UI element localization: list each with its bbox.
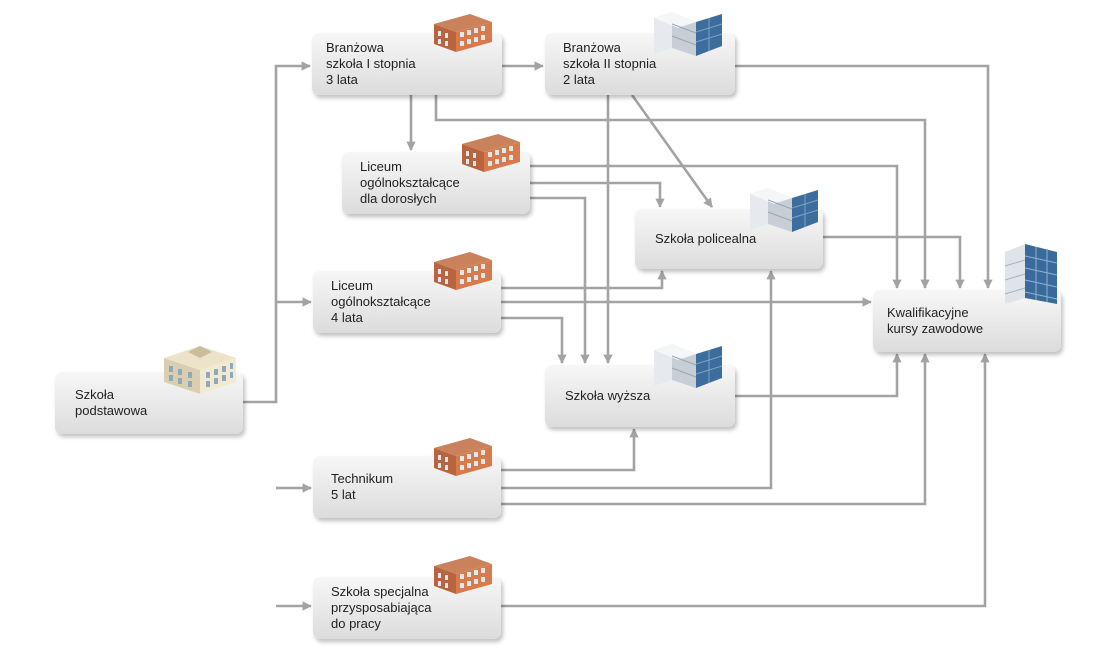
node-label-line: podstawowa xyxy=(75,403,148,418)
arrow-liceum-doroslych-to-szkola-wyzsza xyxy=(530,181,665,208)
brick-school-building-icon xyxy=(432,434,494,483)
arrow-liceum-4-to-szkola-wyzsza xyxy=(501,316,567,364)
node-label-line: Liceum xyxy=(331,278,373,293)
arrow-szkola-specjalna-to-kursy xyxy=(501,353,990,608)
arrow-branzowa-1-to-kursy xyxy=(434,95,930,289)
brick-school-building-icon xyxy=(432,10,494,59)
arrow-technikum-to-szkola-wyzsza xyxy=(501,428,639,472)
node-label-line: szkoła II stopnia xyxy=(563,56,657,71)
modern-glass-building-icon xyxy=(652,8,724,63)
brick-school-building-icon xyxy=(432,552,494,601)
node-label-line: szkoła I stopnia xyxy=(326,56,416,71)
node-label-line: ogólnokształcące xyxy=(360,175,460,190)
office-tower-building-icon xyxy=(1003,242,1061,311)
node-label-line: dla dorosłych xyxy=(360,191,437,206)
arrow-liceum-doroslych-to-szkola-policealna xyxy=(530,164,902,289)
arrow-liceum-doroslych-to-kursy xyxy=(530,196,590,364)
node-label-line: ogólnokształcące xyxy=(331,294,431,309)
node-label-line: kursy zawodowe xyxy=(887,321,984,336)
node-label-line: do pracy xyxy=(331,616,381,631)
node-label-line: Technikum xyxy=(331,471,394,486)
node-label-line: 3 lata xyxy=(326,72,358,87)
arrow-szkola-wyzsza-to-kursy xyxy=(735,353,902,398)
node-label-line: Liceum xyxy=(360,159,402,174)
node-label-line: Szkoła wyższa xyxy=(565,388,651,403)
node-label-line: Szkoła specjalna xyxy=(331,584,429,599)
modern-glass-building-icon xyxy=(652,340,724,395)
brick-school-building-icon xyxy=(460,130,522,179)
node-label-line: przysposabiająca xyxy=(331,600,432,615)
node-label: Szkoła wyższa xyxy=(565,388,650,404)
arrow-technikum-to-szkola-policealna xyxy=(501,270,776,490)
arrow-branzowa-2-to-kursy xyxy=(735,64,993,289)
node-label-line: Branżowa xyxy=(563,40,621,55)
node-label-line: Szkoła xyxy=(75,387,115,402)
node-label: Szkoła policealna xyxy=(655,231,756,247)
arrow-szkola-policealna-to-kursy xyxy=(823,235,965,289)
node-label-line: Szkoła policealna xyxy=(655,231,757,246)
arrow-branzowa-2-to-szkola-policealna xyxy=(630,94,714,208)
node-label-line: Branżowa xyxy=(326,40,384,55)
arrow-liceum-4-to-szkola-policealna xyxy=(501,270,667,290)
node-label-line: Kwalifikacyjne xyxy=(887,305,969,320)
arrow-szkola-podstawowa-to-branzowa-1 xyxy=(243,61,311,404)
modern-glass-building-icon xyxy=(748,184,820,239)
arrow-technikum-to-kursy xyxy=(501,353,930,506)
brick-school-building-icon xyxy=(432,248,494,297)
classical-school-building-icon xyxy=(160,340,240,401)
node-label-line: 2 lata xyxy=(563,72,595,87)
node-label-line: 4 lata xyxy=(331,310,363,325)
node-label-line: 5 lat xyxy=(331,487,356,502)
